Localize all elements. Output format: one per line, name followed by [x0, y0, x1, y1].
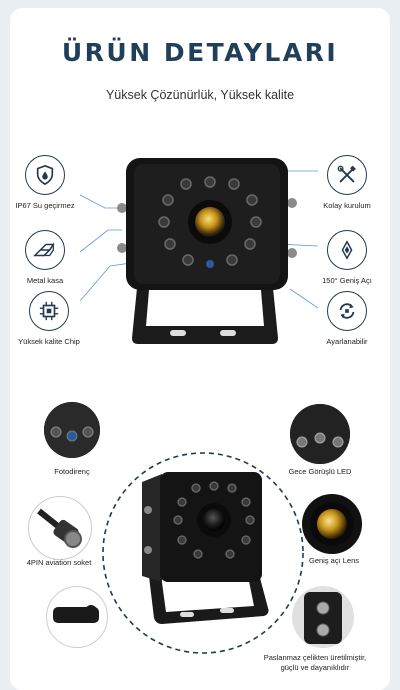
- stainless-steel-photo: [292, 586, 354, 648]
- feature-metal-case-label: Metal kasa: [26, 276, 64, 285]
- main-camera-image: [117, 158, 297, 344]
- photoresistor-photo: [44, 402, 100, 458]
- rotate-icon: [327, 291, 367, 331]
- feature-easy-install: Kolay kurulum: [312, 155, 382, 210]
- stainless-steel-label-2: güçlü ve dayanıklıdır: [280, 663, 350, 672]
- bracket-photo: [46, 586, 108, 648]
- aviation-socket-photo: [28, 496, 92, 560]
- page-subtitle: Yüksek Çözünürlük, Yüksek kalite: [105, 88, 295, 102]
- tools-icon: [327, 155, 367, 195]
- chip-icon: [29, 291, 69, 331]
- feature-wide-angle-label: 150° Geniş Açı: [322, 276, 372, 285]
- product-details-page: ÜRÜN DETAYLARI Yüksek Çözünürlük, Yüksek…: [10, 8, 390, 690]
- camera-angle-image: [102, 452, 304, 654]
- aviation-socket-label: 4PIN aviation soket: [26, 558, 92, 567]
- water-shield-icon: [25, 155, 65, 195]
- night-led-label: Gece Görüşlü LED: [288, 467, 352, 476]
- photoresistor-label: Fotodirenç: [54, 467, 90, 476]
- feature-easy-install-label: Kolay kurulum: [323, 201, 371, 210]
- feature-metal-case: Metal kasa: [10, 230, 80, 285]
- wide-lens-label: Geniş açı Lens: [308, 556, 360, 565]
- feature-chip-label: Yüksek kalite Chip: [18, 337, 80, 346]
- feature-chip: Yüksek kalite Chip: [10, 291, 92, 346]
- page-title: ÜRÜN DETAYLARI: [61, 38, 339, 67]
- feature-wide-angle: 150° Geniş Açı: [312, 230, 382, 285]
- metal-bars-icon: [25, 230, 65, 270]
- feature-adjustable: Ayarlanabilir: [312, 291, 382, 346]
- feature-waterproof-label: IP67 Su geçirmez: [15, 201, 75, 210]
- night-led-photo: [290, 404, 350, 464]
- feature-adjustable-label: Ayarlanabilir: [326, 337, 368, 346]
- feature-waterproof: IP67 Su geçirmez: [10, 155, 80, 210]
- angle-icon: [327, 230, 367, 270]
- wide-lens-photo: [302, 494, 362, 554]
- stainless-steel-label-1: Paslanmaz çelikten üretilmiştir,: [263, 653, 367, 662]
